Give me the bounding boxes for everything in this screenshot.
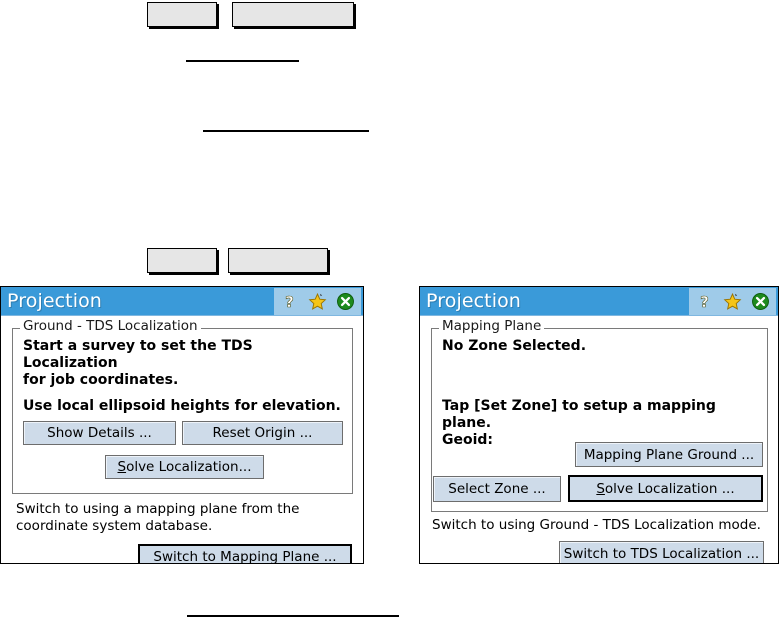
- button-label: Switch to Mapping Plane ...: [153, 549, 337, 564]
- switch-to-mapping-plane-button[interactable]: Switch to Mapping Plane ...: [138, 544, 352, 564]
- horizontal-rule-3: [187, 615, 399, 617]
- placeholder-box-top-left: [147, 2, 217, 27]
- tds-instruction-text-2: Use local ellipsoid heights for elevatio…: [23, 398, 341, 414]
- tds-footer-text: Switch to using a mapping plane from the…: [16, 501, 300, 534]
- placeholder-box-top-right: [232, 2, 354, 27]
- button-label: Select Zone ...: [448, 481, 546, 497]
- group-label: Ground - TDS Localization: [20, 319, 201, 334]
- svg-text:?: ?: [285, 293, 294, 311]
- button-label: Reset Origin ...: [212, 425, 313, 441]
- button-label-rest: olve Localization ...: [604, 480, 735, 497]
- titlebar: Projection ?: [1, 287, 363, 316]
- mapping-plane-instruction-text: Tap [Set Zone] to setup a mapping plane.…: [442, 398, 716, 448]
- horizontal-rule-2: [203, 130, 369, 132]
- favorites-star-icon[interactable]: [308, 292, 327, 311]
- favorites-star-icon[interactable]: [723, 292, 742, 311]
- titlebar: Projection ?: [420, 287, 778, 316]
- switch-to-tds-localization-button[interactable]: Switch to TDS Localization ...: [559, 541, 764, 563]
- button-label: Solve Localization ...: [596, 480, 735, 497]
- placeholder-box-mid-left: [147, 248, 217, 273]
- close-icon[interactable]: [751, 292, 770, 311]
- ground-tds-localization-group: Ground - TDS Localization: [12, 319, 353, 494]
- mapping-plane-footer-text: Switch to using Ground - TDS Localizatio…: [432, 517, 761, 533]
- dialog-client-area: Mapping Plane No Zone Selected. Tap [Set…: [420, 316, 778, 563]
- button-label: Show Details ...: [47, 425, 152, 441]
- mapping-plane-status-text: No Zone Selected.: [442, 338, 587, 354]
- button-label: Switch to TDS Localization ...: [563, 546, 760, 562]
- svg-text:?: ?: [700, 293, 709, 311]
- projection-dialog-tds-localization: Projection ? Ground -: [0, 286, 364, 564]
- tds-instruction-text-1: Start a survey to set the TDS Localizati…: [23, 338, 253, 388]
- horizontal-rule-1: [186, 60, 299, 62]
- button-label-rest: olve Localization...: [126, 459, 252, 475]
- window-title: Projection: [7, 289, 102, 312]
- projection-dialog-mapping-plane: Projection ? Mapping: [419, 286, 779, 564]
- placeholder-box-mid-right: [228, 248, 328, 273]
- mapping-plane-ground-button[interactable]: Mapping Plane Ground ...: [575, 442, 763, 467]
- close-icon[interactable]: [336, 292, 355, 311]
- solve-localization-button[interactable]: Solve Localization...: [105, 455, 264, 479]
- mapping-plane-group: Mapping Plane: [431, 319, 768, 512]
- group-label: Mapping Plane: [439, 319, 545, 334]
- reset-origin-button[interactable]: Reset Origin ...: [182, 421, 343, 445]
- select-zone-button[interactable]: Select Zone ...: [433, 476, 561, 502]
- show-details-button[interactable]: Show Details ...: [23, 421, 176, 445]
- solve-localization-button[interactable]: Solve Localization ...: [568, 475, 763, 502]
- titlebar-icon-group: ?: [689, 287, 776, 315]
- dialog-client-area: Ground - TDS Localization Start a survey…: [1, 316, 363, 563]
- help-icon[interactable]: ?: [695, 292, 714, 311]
- help-icon[interactable]: ?: [280, 292, 299, 311]
- button-label: Mapping Plane Ground ...: [583, 446, 755, 463]
- button-label: Solve Localization...: [117, 459, 252, 475]
- window-title: Projection: [426, 289, 521, 312]
- titlebar-icon-group: ?: [274, 287, 361, 315]
